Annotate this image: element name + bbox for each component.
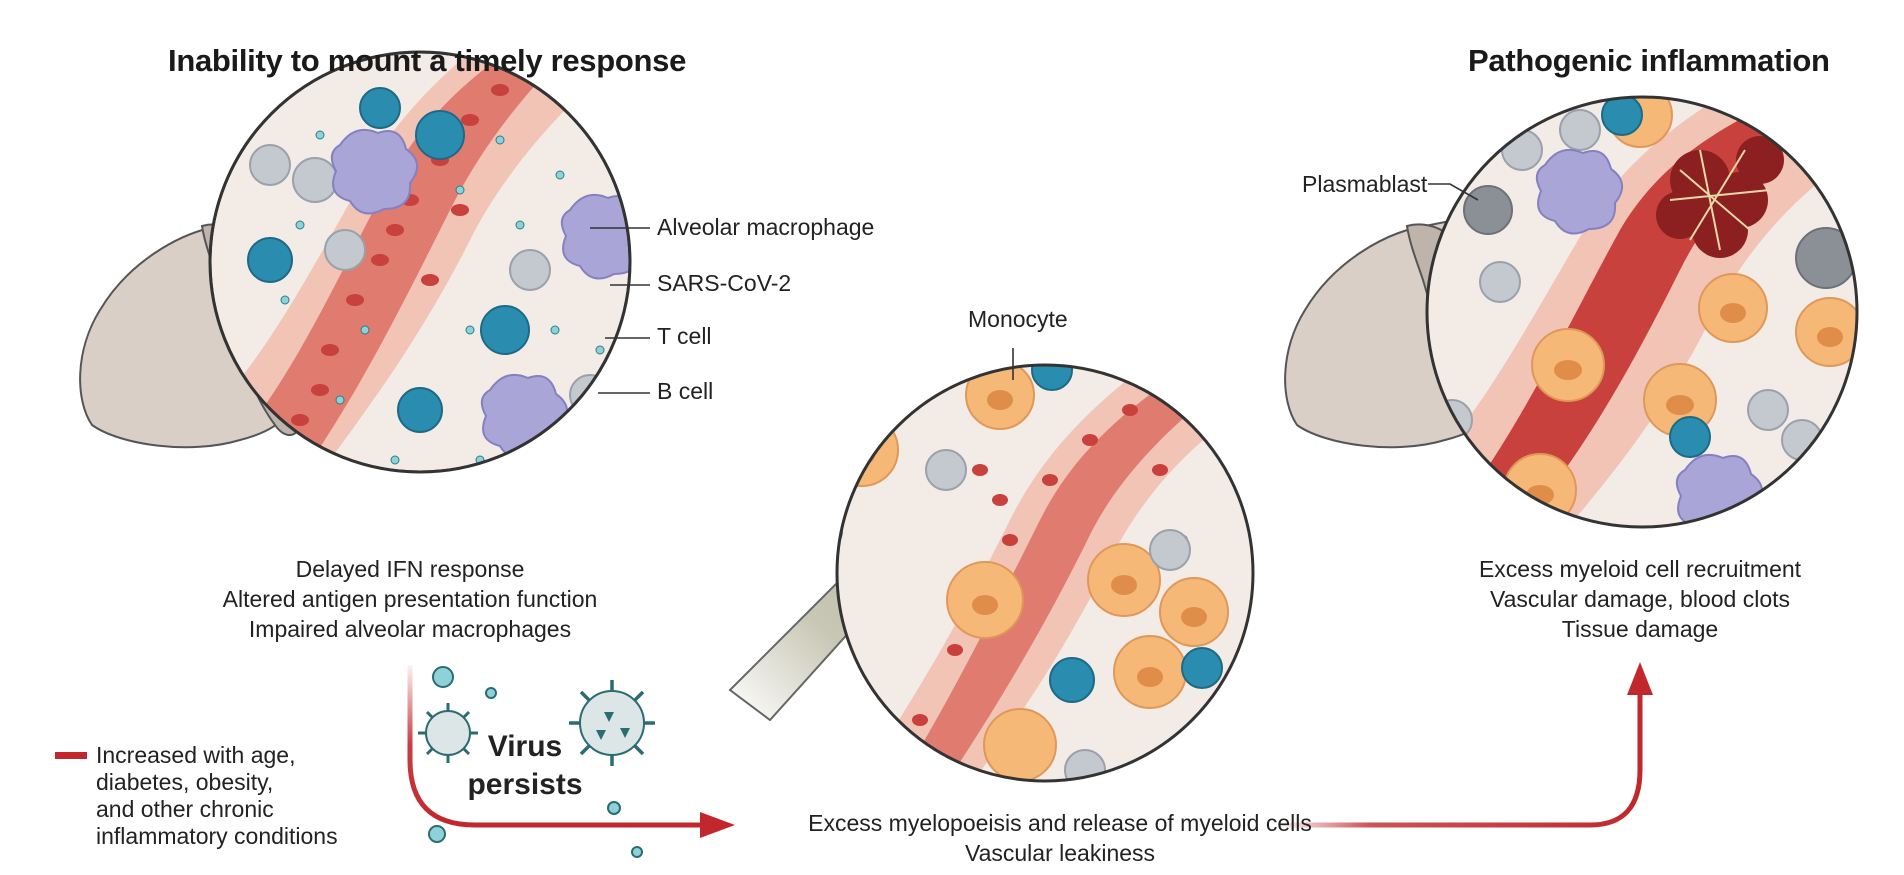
lung-tissue-circle-left [210, 52, 630, 472]
caption-line: Excess myelopoeisis and release of myelo… [808, 810, 1312, 836]
leader-lines-left [590, 227, 650, 394]
leader-line-plasmablast [1428, 183, 1479, 201]
virus-icon-group [418, 666, 655, 858]
label-plasmablast: Plasmablast [1302, 171, 1428, 197]
left-panel-title: Inability to mount a timely response [168, 43, 687, 78]
label-t-cell: T cell [657, 323, 712, 349]
label-alveolar-macrophage: Alveolar macrophage [657, 214, 875, 240]
t-cell-group-right [1601, 97, 1711, 458]
caption-line: Vascular damage, blood clots [1489, 586, 1791, 612]
t-cell-group-middle [837, 365, 1223, 703]
left-panel-caption: Delayed IFN response Altered antigen pre… [160, 554, 660, 644]
caption-line: Vascular leakiness [964, 840, 1156, 866]
caption-line: Tissue damage [1561, 616, 1719, 642]
legend-swatch [55, 752, 87, 759]
caption-line: Delayed IFN response [295, 556, 525, 582]
caption-line: Excess myeloid cell recruitment [1478, 556, 1802, 582]
middle-panel-caption: Excess myelopoeisis and release of myelo… [745, 808, 1375, 868]
b-cell-group [249, 144, 611, 416]
legend-line: inflammatory conditions [96, 823, 338, 849]
legend-line: diabetes, obesity, [96, 769, 274, 795]
label-b-cell: B cell [657, 378, 714, 404]
sars-cov-2-particles [280, 130, 605, 465]
label-sars-cov-2: SARS-CoV-2 [657, 270, 792, 296]
legend-line: Increased with age, [96, 742, 296, 768]
caption-line: Altered antigen presentation function [222, 586, 598, 612]
right-panel-caption: Excess myeloid cell recruitment Vascular… [1410, 554, 1870, 644]
right-panel-title: Pathogenic inflammation [1468, 43, 1830, 78]
legend-text: Increased with age, diabetes, obesity, a… [96, 742, 338, 850]
flow-arrow-right [1280, 662, 1653, 828]
caption-line: Impaired alveolar macrophages [248, 616, 572, 642]
inflamed-tissue-circle [1427, 97, 1857, 527]
virus-icon [418, 703, 478, 763]
b-cell-group-right [1431, 109, 1823, 461]
virus-persists-line: Virus [487, 730, 563, 763]
flow-arrow-left [407, 665, 735, 838]
bone-marrow-circle [837, 365, 1253, 781]
label-monocyte: Monocyte [968, 306, 1068, 332]
legend-line: and other chronic [96, 796, 274, 822]
red-blood-cells [291, 84, 509, 426]
virus-persists-label: Virus persists [460, 728, 590, 804]
virus-icon [569, 680, 655, 766]
virus-persists-line: persists [467, 768, 583, 801]
